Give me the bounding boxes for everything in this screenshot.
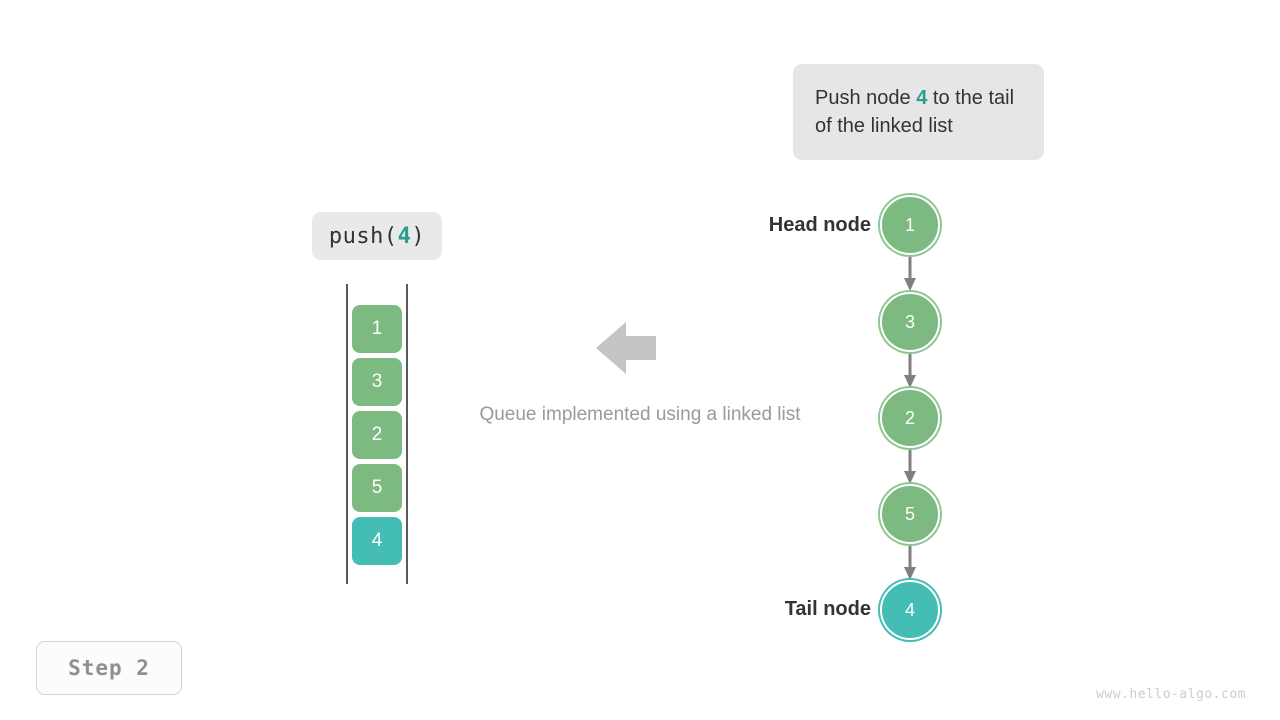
linked-list-container: 1 3 2 5 4 xyxy=(880,185,960,650)
operation-suffix: ) xyxy=(411,223,426,249)
linked-list-connector-icon xyxy=(902,257,918,293)
callout-text: Push node 4 to the tail of the linked li… xyxy=(815,84,1022,140)
linked-list-connector-icon xyxy=(902,546,918,582)
queue-rail-left xyxy=(346,284,348,584)
queue-container: 1 3 2 5 4 xyxy=(344,284,410,584)
operation-label: push(4) xyxy=(312,212,442,260)
callout-text-before: Push node xyxy=(815,87,917,109)
queue-items: 1 3 2 5 4 xyxy=(352,305,402,565)
step-badge: Step 2 xyxy=(36,641,182,695)
queue-item: 3 xyxy=(352,358,402,406)
linked-list-node: 1 xyxy=(880,195,940,255)
watermark: www.hello-algo.com xyxy=(1096,687,1246,702)
operation-prefix: push( xyxy=(328,223,398,249)
linked-list-node: 2 xyxy=(880,388,940,448)
head-node-label: Head node xyxy=(768,214,871,236)
queue-rail-right xyxy=(406,284,408,584)
linked-list-node-highlighted: 4 xyxy=(880,580,940,640)
callout-box: Push node 4 to the tail of the linked li… xyxy=(793,64,1044,160)
queue-item: 2 xyxy=(352,411,402,459)
linked-list-node: 3 xyxy=(880,292,940,352)
linked-list-connector-icon xyxy=(902,354,918,390)
arrow-left-icon xyxy=(596,322,656,374)
linked-list-node: 5 xyxy=(880,484,940,544)
linked-list-connector-icon xyxy=(902,450,918,486)
diagram-caption: Queue implemented using a linked list xyxy=(479,404,801,425)
callout-text-after: to the tail of the linked list xyxy=(815,87,1015,137)
callout-node-value: 4 xyxy=(916,87,928,109)
tail-node-label: Tail node xyxy=(784,598,871,620)
operation-value: 4 xyxy=(397,223,412,249)
queue-item: 5 xyxy=(352,464,402,512)
queue-item-highlighted: 4 xyxy=(352,517,402,565)
queue-item: 1 xyxy=(352,305,402,353)
